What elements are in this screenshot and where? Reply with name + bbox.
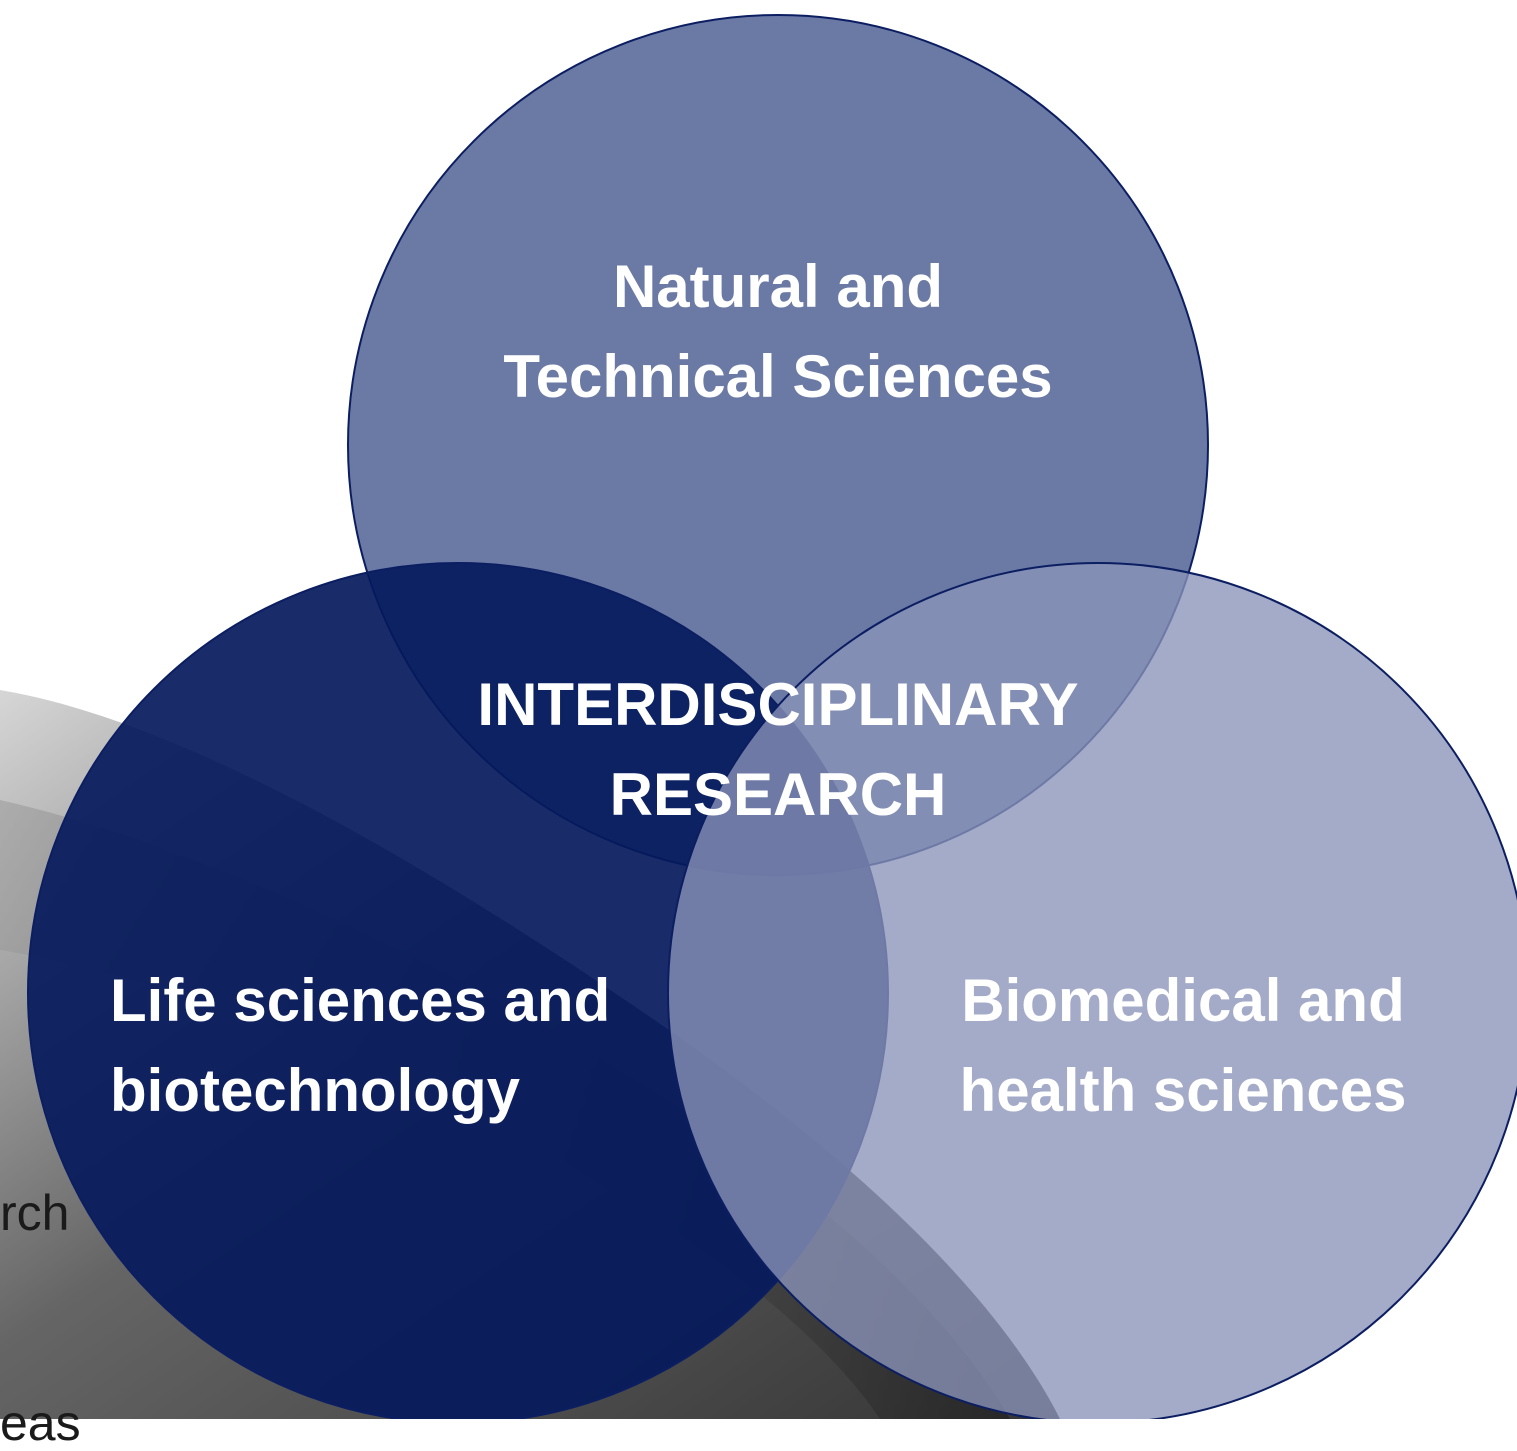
background-text-fragment: rch xyxy=(0,1185,70,1241)
center-label: INTERDISCIPLINARY RESEARCH xyxy=(438,660,1118,840)
right-circle-label-line2: health sciences xyxy=(959,1057,1407,1124)
right-circle-label-line1: Biomedical and xyxy=(961,967,1405,1034)
top-circle-label-line2: Technical Sciences xyxy=(503,343,1053,410)
venn-diagram-slide: rch eas Natural and Technical Sciences I… xyxy=(0,14,1517,1448)
top-circle-label: Natural and Technical Sciences xyxy=(468,242,1088,422)
left-circle-label: Life sciences and biotechnology xyxy=(110,956,610,1136)
left-circle-label-line2: biotechnology xyxy=(110,1057,520,1124)
center-label-line2: RESEARCH xyxy=(609,761,947,828)
center-label-line1: INTERDISCIPLINARY xyxy=(477,671,1079,738)
background-text-fragment: eas xyxy=(0,1395,81,1451)
venn-diagram xyxy=(0,14,1517,1419)
top-circle-label-line1: Natural and xyxy=(612,253,944,320)
left-circle-label-line1: Life sciences and xyxy=(110,967,611,1034)
right-circle xyxy=(667,562,1517,1419)
right-circle-label: Biomedical and health sciences xyxy=(933,956,1433,1136)
